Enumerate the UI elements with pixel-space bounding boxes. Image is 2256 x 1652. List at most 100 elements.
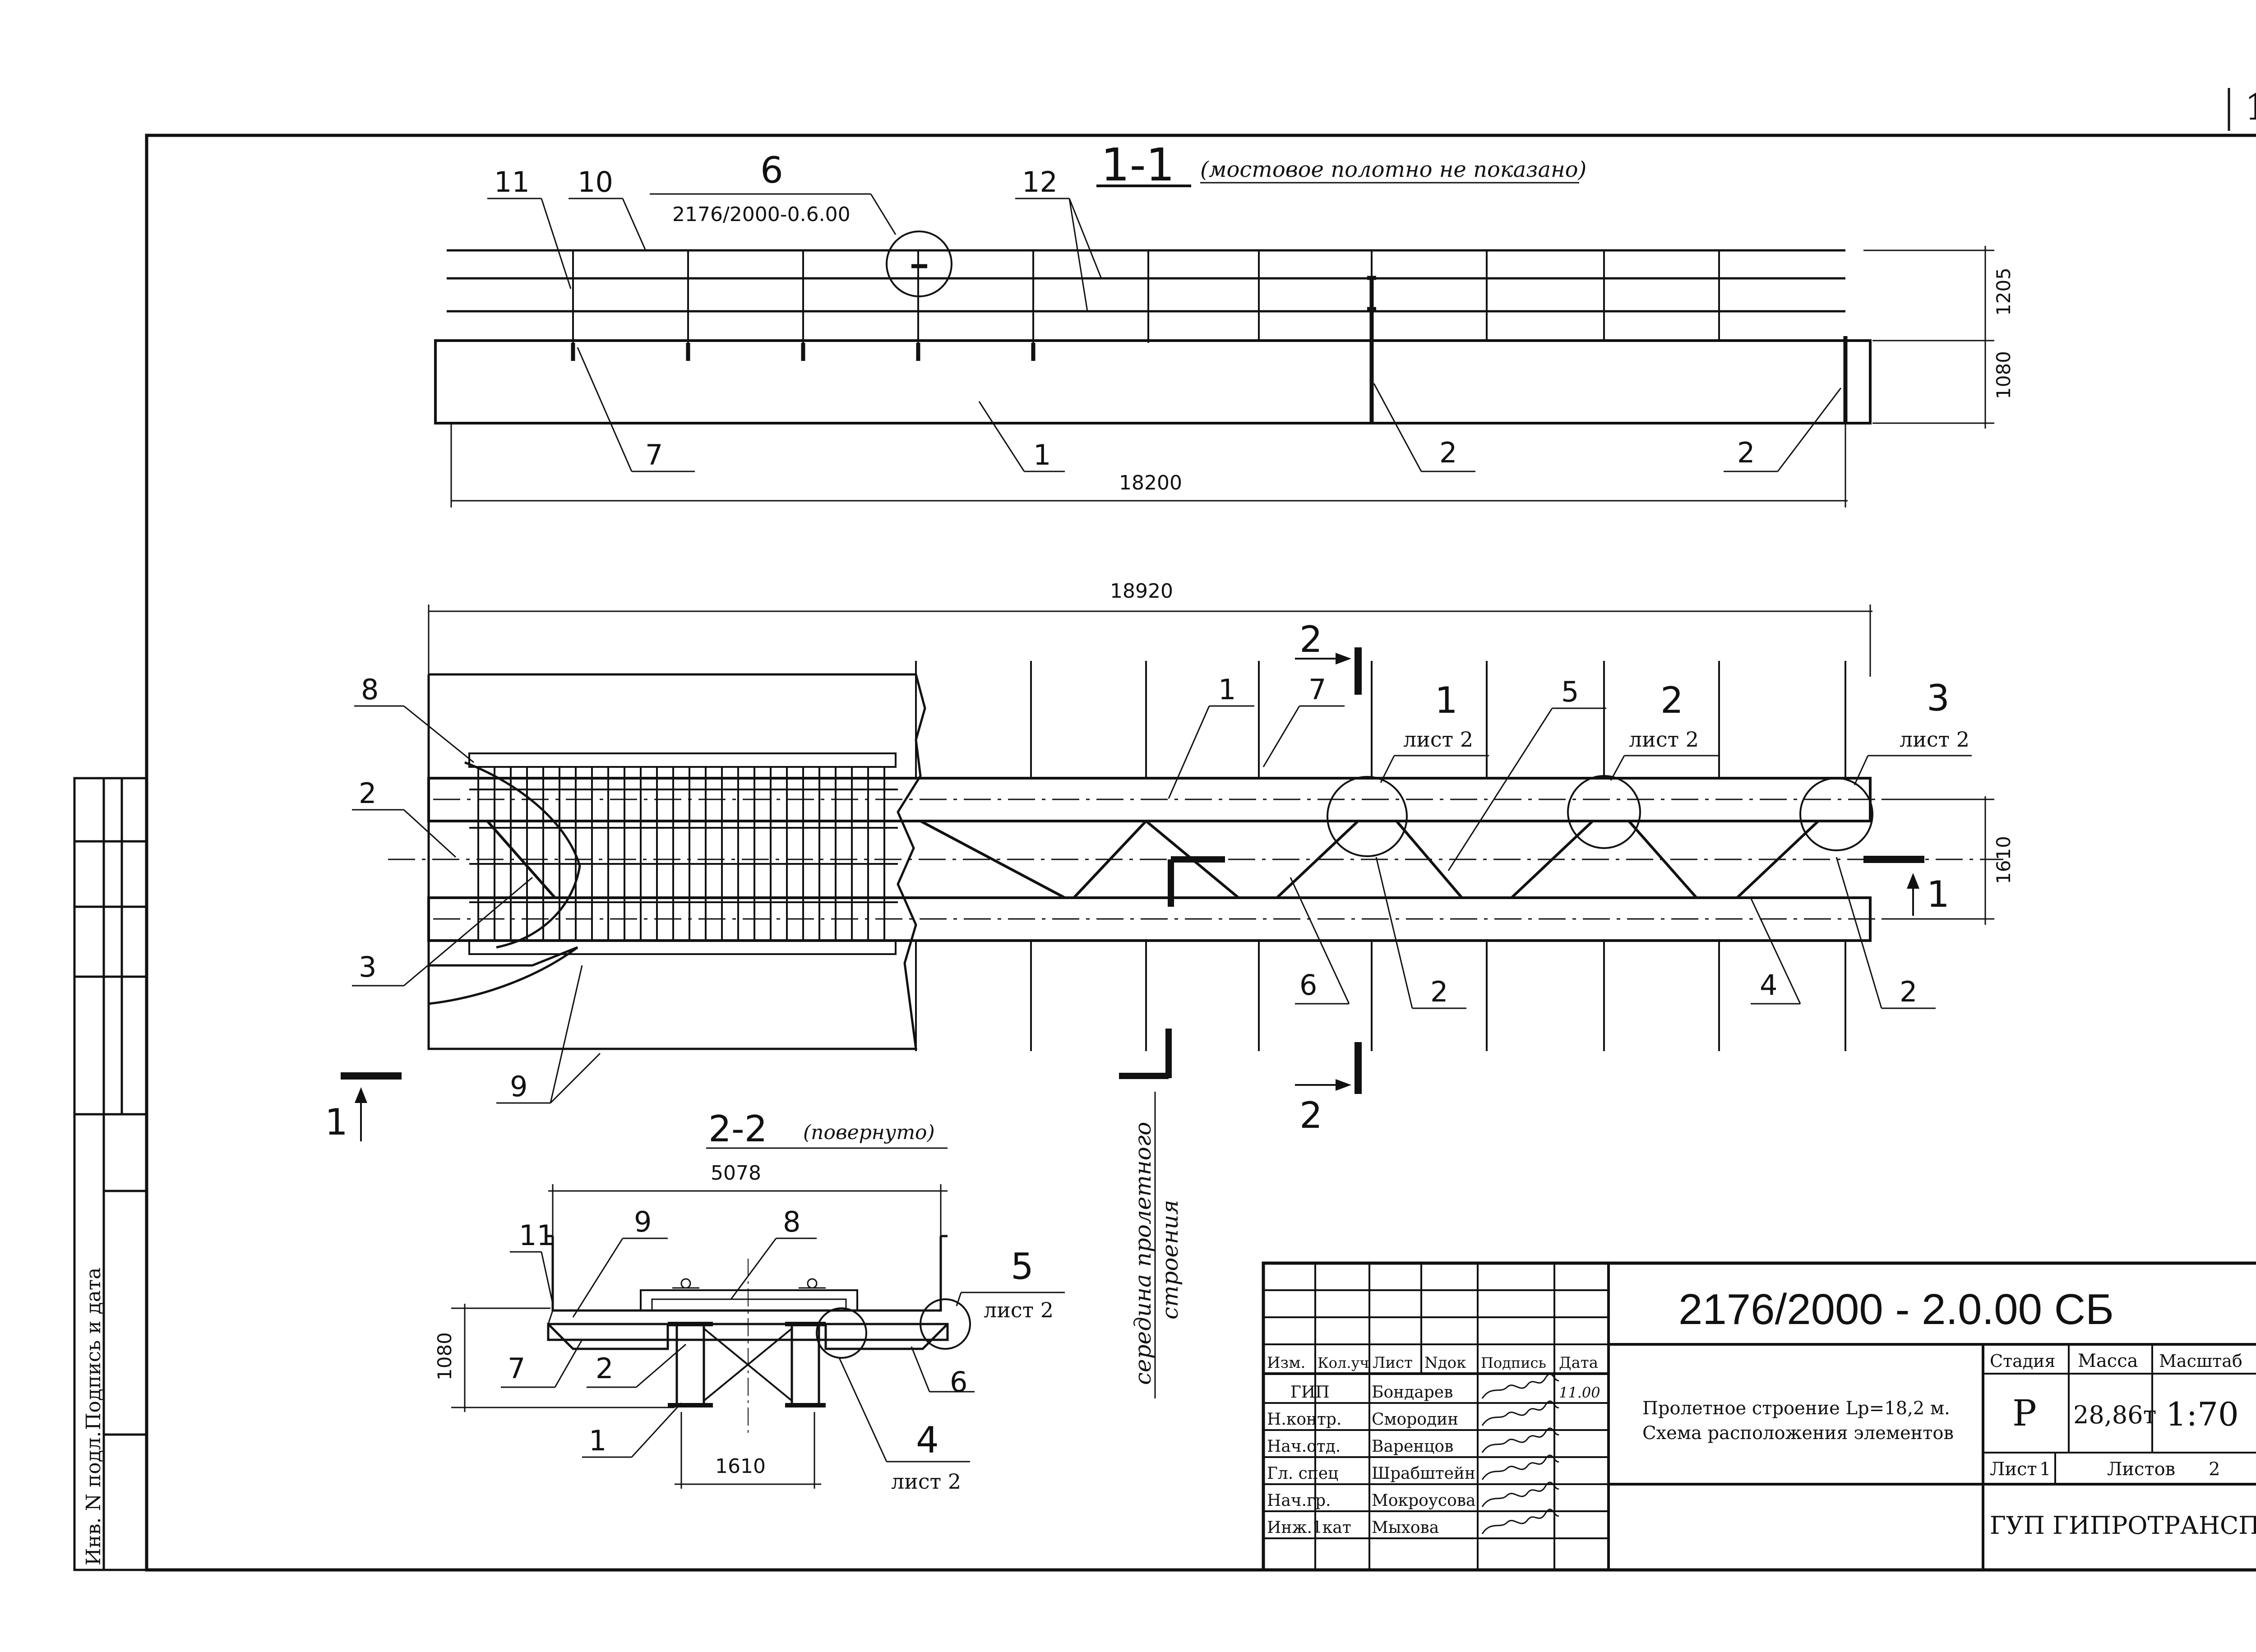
plan-label-7: 7	[1308, 673, 1326, 706]
dim-18920: 18920	[1110, 580, 1173, 603]
description-line-2: Схема расположения элементов	[1642, 1423, 1954, 1444]
sheet-label: Лист	[1990, 1459, 2037, 1480]
signature-scribble	[1481, 1427, 1559, 1453]
plan-label-5: 5	[1561, 675, 1579, 708]
dim-18200: 18200	[1119, 471, 1182, 494]
dim-1080-top: 1080	[1992, 351, 2015, 399]
sheet-frame: 1.	[145, 86, 2256, 1572]
midspan-note-2: строения	[1157, 1200, 1183, 1320]
detail-circle-4	[816, 1307, 867, 1359]
detail-circle-3	[1799, 777, 1873, 851]
label-12-top: 12	[1022, 166, 1058, 198]
s22-label-2: 2	[596, 1352, 613, 1385]
stage-value: Р	[2012, 1392, 2037, 1434]
scale-label: Масштаб	[2159, 1351, 2242, 1371]
signatory-name: Бондарев	[1372, 1383, 1453, 1402]
tb-header-sign: Подпись	[1481, 1354, 1546, 1371]
signatory-role: Гл. спец	[1267, 1464, 1338, 1483]
signature-scribble	[1481, 1509, 1559, 1534]
railing-posts	[572, 250, 1720, 343]
tb-header-date: Дата	[1559, 1354, 1598, 1372]
section-mark-1-left-label: 1	[325, 1101, 348, 1143]
description-line-1: Пролетное строение Lp=18,2 м.	[1642, 1398, 1950, 1419]
plan-label-2-mid: 2	[1430, 975, 1448, 1008]
midspan-note-1: середина пролетного	[1130, 1122, 1156, 1385]
section-mark-2-top: 2	[1295, 618, 1362, 695]
signatory-name: Мокроусова	[1372, 1491, 1476, 1510]
plan-label-8: 8	[361, 673, 379, 706]
label-10-top: 10	[578, 166, 613, 198]
section-1-1-title: 1-1	[1101, 138, 1174, 191]
girder-stiffeners	[571, 276, 1848, 422]
cross-section-body	[546, 1235, 971, 1435]
signatory-role: ГИП	[1290, 1383, 1330, 1402]
side-stamp: Инв. N подл. Подпись и дата	[73, 777, 148, 1571]
signature-scribble	[1481, 1373, 1559, 1399]
tb-header-kol: Кол.уч	[1318, 1354, 1369, 1371]
organization: ГУП ГИПРОТРАНСПУТЬ	[1990, 1511, 2256, 1540]
inv-label: Инв. N подл.	[82, 1431, 105, 1565]
section-2-2-title: 2-2	[708, 1108, 767, 1150]
deck-sleepers	[468, 752, 898, 955]
label-2-top-b: 2	[1737, 436, 1755, 469]
dim-5078: 5078	[711, 1162, 761, 1185]
mass-value: 28,86т	[2073, 1401, 2156, 1429]
plan-label-3: 3	[359, 951, 376, 983]
sheet-value: 1	[2039, 1459, 2051, 1480]
section-mark-2-top-label: 2	[1299, 618, 1322, 660]
mass-label: Масса	[2078, 1351, 2138, 1371]
section-mark-2-bottom-label: 2	[1299, 1094, 1322, 1136]
s22-label-11: 11	[519, 1219, 555, 1252]
detail-1-number: 1	[1435, 679, 1458, 721]
dim-1080-s22: 1080	[434, 1332, 456, 1380]
plan-label-4: 4	[1760, 969, 1777, 1001]
detail-circle-6	[886, 231, 952, 297]
section-mark-1-left: 1	[325, 1072, 402, 1143]
signatory-date: 11.00	[1559, 1384, 1600, 1401]
signatory-role: Нач.гр.	[1267, 1491, 1331, 1510]
signatory-name: Шрабштейн	[1372, 1464, 1475, 1483]
detail-3-number: 3	[1927, 677, 1950, 719]
detail-3-sheet: лист 2	[1900, 727, 1969, 752]
section-2-2-note: (повернуто)	[803, 1121, 935, 1144]
label-11-top: 11	[494, 166, 530, 198]
midspan-marker: середина пролетного строения	[1119, 856, 1225, 1398]
scale-value: 1:70	[2166, 1395, 2239, 1433]
label-2-top-a: 2	[1439, 436, 1457, 469]
s22-label-6: 6	[950, 1366, 967, 1398]
cross-ties	[915, 661, 1846, 1051]
plan-label-1: 1	[1218, 673, 1236, 706]
signatory-name: Смородин	[1372, 1410, 1458, 1429]
section-2-2: 2-2 (повернуто) 5078	[434, 1108, 1065, 1494]
title-block: Изм. Кол.уч Лист Nдок Подпись Дата ГИП Бо…	[1262, 1261, 2256, 1572]
plan-label-6: 6	[1299, 969, 1317, 1001]
tb-header-izm: Изм.	[1267, 1354, 1305, 1372]
deck-sleeper-ticks	[477, 767, 885, 941]
section-1-1: 1-1 (мостовое полотно не показано)	[434, 138, 2015, 508]
signatory-name: Варенцов	[1372, 1437, 1453, 1456]
callout-6-ref: 2176/2000-0.6.00	[672, 203, 851, 226]
s22-detail-5-number: 5	[1011, 1246, 1034, 1287]
plan-label-2-right: 2	[1900, 975, 1917, 1008]
signatory-role: Нач.отд.	[1267, 1437, 1341, 1456]
sheets-label: Листов	[2107, 1459, 2175, 1480]
label-7-top: 7	[645, 438, 663, 471]
signature-scribble	[1481, 1481, 1559, 1507]
main-girder	[434, 339, 1872, 425]
detail-1-sheet: лист 2	[1403, 727, 1473, 752]
signatory-role: Инж.1кат	[1267, 1518, 1351, 1537]
detail-2-number: 2	[1660, 679, 1683, 721]
callout-6-number: 6	[760, 149, 783, 191]
tb-header-ndok: Nдок	[1424, 1354, 1466, 1372]
s22-detail-4-number: 4	[916, 1419, 939, 1461]
detail-circle-1	[1327, 776, 1408, 857]
dim-1205: 1205	[1992, 268, 2015, 316]
s22-detail-4-sheet: лист 2	[891, 1469, 961, 1494]
dim-1610-s22: 1610	[715, 1455, 766, 1478]
s22-label-7: 7	[508, 1352, 525, 1385]
plan-label-2-left: 2	[359, 777, 376, 810]
signature-scribble	[1481, 1454, 1559, 1480]
sheets-value: 2	[2209, 1459, 2220, 1480]
